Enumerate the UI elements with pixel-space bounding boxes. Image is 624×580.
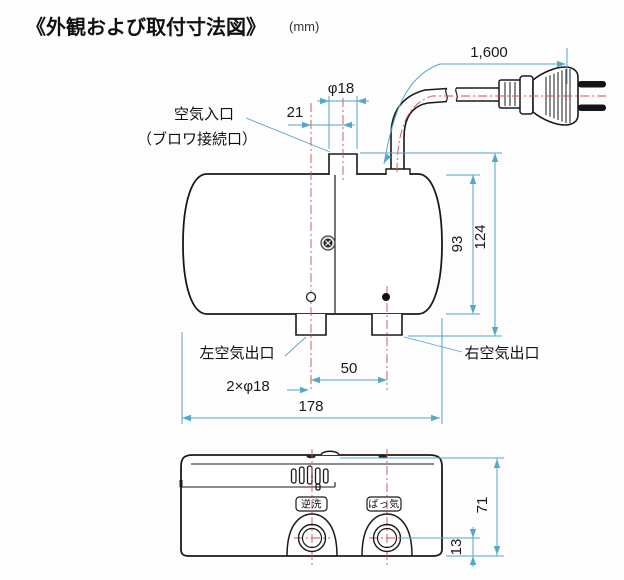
indicator-dot: [382, 293, 390, 301]
dim-inlet-offset: 21: [287, 104, 304, 121]
dim-front-height: 71: [474, 497, 491, 514]
left-outlet-leader: [284, 336, 307, 357]
plug-collar: [519, 75, 534, 115]
dim-body-height: 93: [449, 236, 466, 253]
right-outlet-label: 右空気出口: [464, 345, 539, 362]
left-outlet-label: 左空気出口: [199, 345, 274, 362]
unit-label: (mm): [289, 19, 319, 34]
cord-centerline: [396, 95, 608, 173]
aeration-port-label: ばっ気: [368, 498, 400, 511]
dim-inlet-diameter: φ18: [328, 80, 354, 97]
panel-seam-line: [181, 482, 336, 488]
dim-cord-length: 1,600: [470, 44, 508, 61]
dim-overall-height: 124: [472, 224, 489, 249]
dim-1600-line: [383, 63, 564, 165]
page-title: 《外観および取付寸法図》: [26, 15, 266, 39]
aeration-badge: [366, 496, 402, 512]
power-cord: [390, 87, 499, 169]
dim-port-center-height: 13: [448, 539, 465, 556]
air-inlet-leader: [245, 117, 331, 153]
backwash-port: [286, 513, 338, 557]
right-pipe-end-mark: [378, 454, 388, 459]
plug-prong-top: [578, 81, 606, 88]
inlet-bump: [320, 450, 340, 456]
backwash-port-label: 逆洗: [301, 498, 322, 511]
dim-outlet-pitch: 50: [341, 360, 358, 377]
front-body-outline: [180, 454, 443, 557]
centerlines: [294, 95, 608, 565]
top-view: [182, 66, 606, 336]
cord-break-icon: [445, 88, 448, 102]
air-inlet-label: 空気入口: [174, 106, 234, 123]
plug-prong-bottom: [578, 104, 606, 111]
cord-grommet: [385, 168, 411, 175]
right-outlet-leader: [403, 336, 463, 353]
air-inlet-sub-label: （ブロワ接続口）: [137, 130, 257, 148]
dimension-lines: [181, 48, 568, 567]
body-details: [286, 235, 413, 557]
dim-outlet-diameter: 2×φ18: [226, 378, 270, 395]
front-view: [179, 450, 443, 557]
left-pipe-end-mark: [306, 454, 316, 459]
dim-overall-width: 178: [298, 398, 323, 415]
pump-body-outline: [182, 173, 443, 315]
backwash-badge: [295, 496, 328, 512]
dimension-arrows: [182, 60, 566, 565]
pilot-hole: [305, 291, 317, 303]
